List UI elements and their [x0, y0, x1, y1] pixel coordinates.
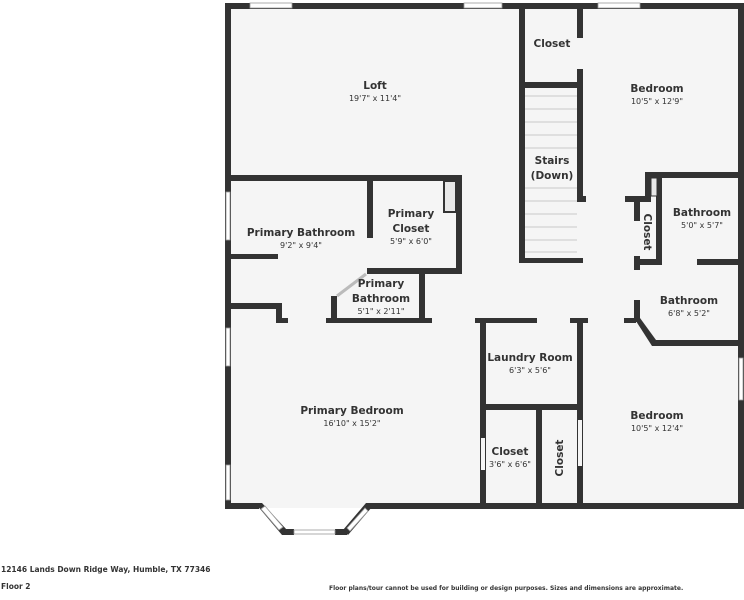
room-closet-small: Closet 3'6" x 6'6"	[489, 446, 531, 469]
room-name: Laundry Room	[487, 352, 572, 364]
room-dims: 5'9" x 6'0"	[390, 237, 432, 246]
room-primary-bathroom: Primary Bathroom 9'2" x 9'4"	[247, 227, 355, 250]
floor-label: Floor 2	[1, 582, 31, 591]
room-dims: 19'7" x 11'4"	[349, 94, 401, 103]
room-dims: 9'2" x 9'4"	[280, 241, 322, 250]
room-laundry: Laundry Room 6'3" x 5'6"	[487, 352, 572, 375]
room-bedroom-se: Bedroom 10'5" x 12'4"	[630, 410, 683, 433]
room-closet-top: Closet	[534, 38, 571, 50]
room-name: Closet	[641, 214, 653, 251]
room-dims: 5'0" x 5'7"	[681, 221, 723, 230]
room-closet-narrow: Closet	[554, 440, 566, 477]
diagonal-door	[336, 272, 367, 298]
room-name: (Down)	[531, 170, 574, 182]
room-dims: 3'6" x 6'6"	[489, 460, 531, 469]
room-dims: 6'8" x 5'2"	[668, 309, 710, 318]
room-name: Bedroom	[630, 83, 683, 95]
windows	[225, 2, 744, 501]
room-name: Bathroom	[352, 293, 410, 305]
room-primary-closet: Primary Closet 5'9" x 6'0"	[388, 208, 435, 246]
room-dims: 5'1" x 2'11"	[357, 307, 404, 316]
room-name: Primary Bedroom	[300, 405, 403, 417]
room-stairs: Stairs (Down)	[531, 155, 574, 182]
property-address: 12146 Lands Down Ridge Way, Humble, TX 7…	[1, 565, 211, 574]
room-primary-bathroom-small: Primary Bathroom 5'1" x 2'11"	[352, 278, 410, 316]
room-name: Primary	[358, 278, 405, 290]
room-name: Bathroom	[660, 295, 718, 307]
room-name: Closet	[492, 446, 529, 458]
room-dims: 16'10" x 15'2"	[323, 419, 380, 428]
bay-window	[255, 503, 372, 535]
room-bedroom-ne: Bedroom 10'5" x 12'9"	[630, 83, 683, 106]
room-name: Closet	[554, 440, 566, 477]
room-closet-hall: Closet	[641, 214, 653, 251]
room-bathroom-lower: Bathroom 6'8" x 5'2"	[660, 295, 718, 318]
room-dims: 6'3" x 5'6"	[509, 366, 551, 375]
stairs-treads	[525, 95, 577, 253]
door-openings	[368, 38, 639, 470]
room-name: Primary	[388, 208, 435, 220]
room-dims: 10'5" x 12'9"	[631, 97, 683, 106]
room-name: Primary Bathroom	[247, 227, 355, 239]
room-dims: 10'5" x 12'4"	[631, 424, 683, 433]
interior-walls	[225, 3, 744, 508]
room-name: Closet	[393, 223, 430, 235]
room-name: Bedroom	[630, 410, 683, 422]
room-bathroom-upper: Bathroom 5'0" x 5'7"	[673, 207, 731, 230]
room-loft: Loft 19'7" x 11'4"	[349, 80, 401, 103]
room-primary-bedroom: Primary Bedroom 16'10" x 15'2"	[300, 405, 403, 428]
room-name: Bathroom	[673, 207, 731, 219]
room-name: Closet	[534, 38, 571, 50]
disclaimer: Floor plans/tour cannot be used for buil…	[329, 585, 684, 592]
room-name: Loft	[363, 80, 387, 92]
room-name: Stairs	[535, 155, 570, 167]
